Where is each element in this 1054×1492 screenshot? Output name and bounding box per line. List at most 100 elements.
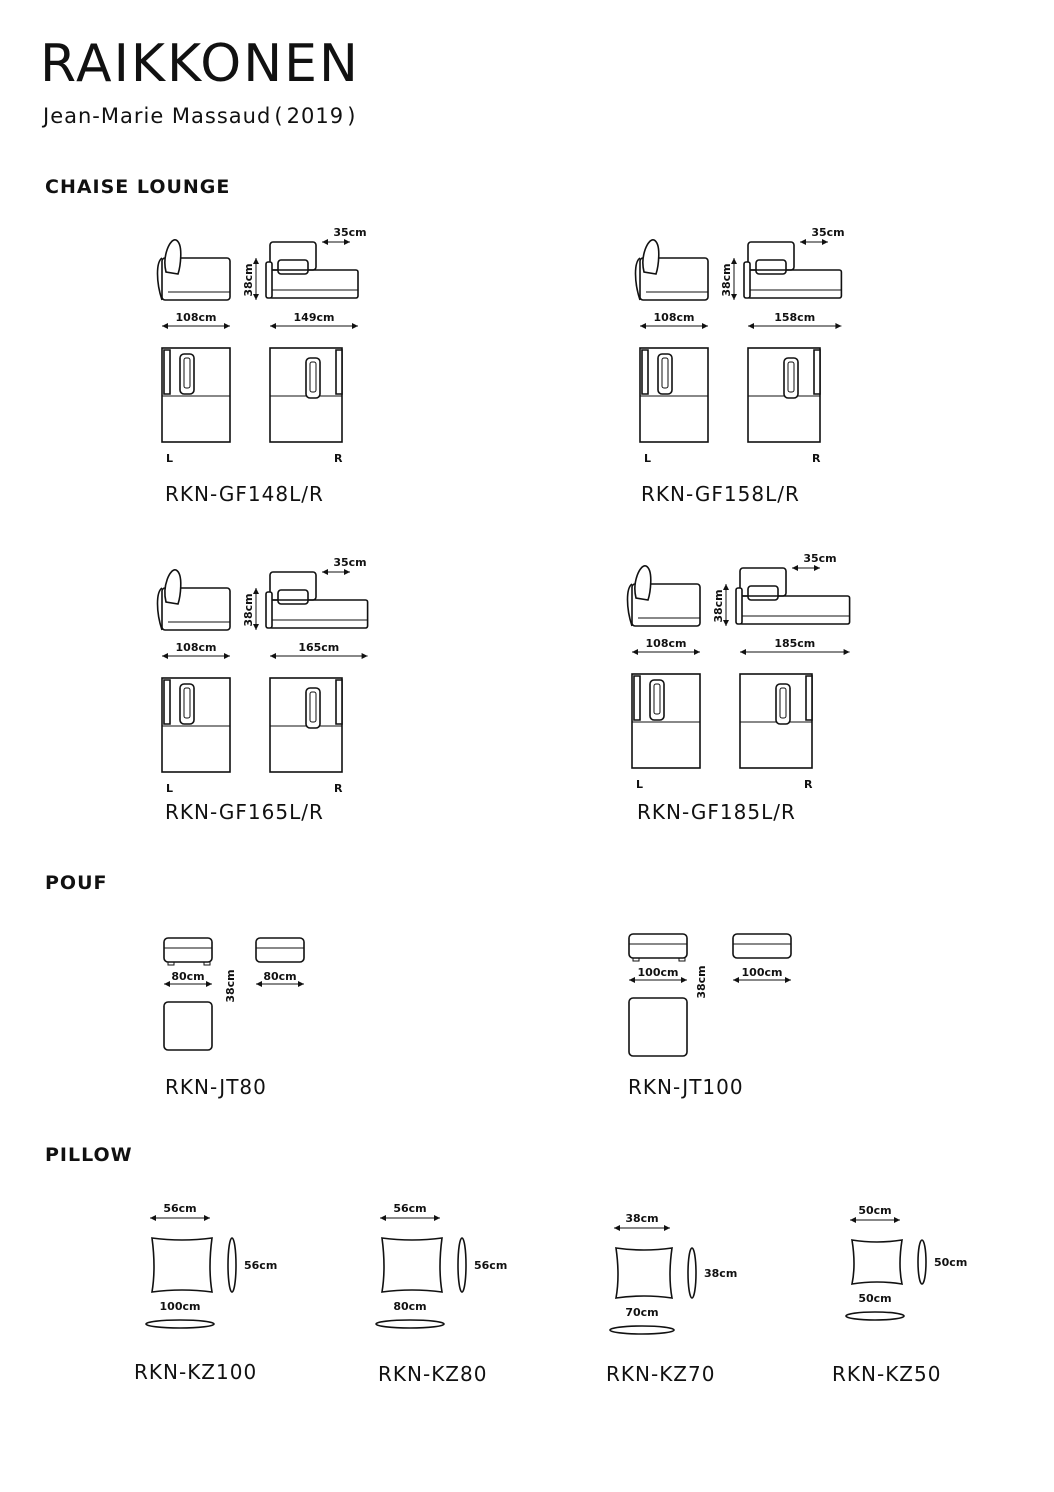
plan-left (639, 347, 709, 443)
pouf-front (628, 933, 688, 959)
pillow-side-dimension: 38cm (704, 1267, 737, 1280)
pouf-plan (628, 997, 688, 1057)
plan-left-label: L (644, 452, 651, 465)
pillow-bottom (845, 1311, 905, 1321)
product-code: RKN-GF148L/R (165, 482, 324, 506)
pillow-front (381, 1237, 443, 1293)
product-code: RKN-JT80 (165, 1075, 267, 1099)
pillow-bottom-dimension: 70cm (625, 1306, 658, 1319)
depth-dimension: 108cm (176, 311, 217, 324)
height-dimension: 38cm (720, 263, 733, 296)
pillow-top-dimension: 56cm (393, 1202, 426, 1215)
pillow-bottom (145, 1319, 215, 1329)
pillow-bottom-dimension: 100cm (160, 1300, 201, 1313)
pillow-front (850, 1239, 904, 1285)
pouf-front-dimension: 80cm (171, 970, 204, 983)
pillow-bottom (375, 1319, 445, 1329)
chaise-side-body (161, 587, 231, 631)
product-code: RKN-GF165L/R (165, 800, 324, 824)
plan-left (161, 677, 231, 773)
chaise-side-body (639, 257, 709, 301)
depth-dimension: 108cm (176, 641, 217, 654)
pillow-drawing: 38cm 38cm 70cm (609, 1212, 737, 1335)
pouf-side-dimension: 80cm (263, 970, 296, 983)
pillow-bottom-dimension: 80cm (393, 1300, 426, 1313)
product-code: RKN-GF185L/R (637, 800, 796, 824)
product-code: RKN-GF158L/R (641, 482, 800, 506)
depth-dimension: 108cm (646, 637, 687, 650)
product-code: RKN-KZ100 (134, 1360, 258, 1384)
arm-dimension: 35cm (803, 552, 836, 565)
pillow-item: 56cm 56cm 80cm (370, 1198, 540, 1352)
height-dimension: 38cm (242, 263, 255, 296)
pillow-side (687, 1247, 697, 1299)
backrest-cushion (634, 565, 652, 601)
plan-left (631, 673, 701, 769)
pillow-item: 56cm 56cm 100cm (140, 1198, 310, 1352)
page-title: RAIKKONEN (40, 34, 360, 94)
pillow-bottom-dimension: 50cm (858, 1292, 891, 1305)
width-dimension: 158cm (774, 311, 815, 324)
section-chaise-lounge: CHAISE LOUNGE (45, 176, 231, 198)
pillow-side-dimension: 56cm (244, 1259, 277, 1272)
plan-right-label: R (334, 782, 343, 795)
pouf-front (163, 937, 213, 963)
pillow-bottom (609, 1325, 675, 1335)
pillow-drawing: 56cm 56cm 100cm (145, 1202, 277, 1329)
pillow-top-dimension: 56cm (163, 1202, 196, 1215)
designer-subtitle: Jean-Marie Massaud ( 2019 ) (43, 104, 357, 128)
pillow-item: 50cm 50cm 50cm (840, 1200, 1010, 1354)
plan-right (269, 347, 343, 443)
plan-right-label: R (334, 452, 343, 465)
plan-left (161, 347, 231, 443)
plan-left-label: L (166, 782, 173, 795)
pillow-side (917, 1239, 927, 1285)
width-dimension: 185cm (774, 637, 815, 650)
plan-right (739, 673, 813, 769)
product-code: RKN-JT100 (628, 1075, 744, 1099)
arm-dimension: 35cm (333, 226, 366, 239)
pillow-top-dimension: 50cm (858, 1204, 891, 1217)
pillow-top-dimension: 38cm (625, 1212, 658, 1225)
plan-left-label: L (636, 778, 643, 791)
chaise-side-body (631, 583, 701, 627)
width-dimension: 165cm (298, 641, 339, 654)
pouf-plan (163, 1001, 213, 1051)
pillow-drawing: 50cm 50cm 50cm (845, 1204, 967, 1321)
depth-dimension: 108cm (654, 311, 695, 324)
pillow-side-dimension: 50cm (934, 1256, 967, 1269)
backrest-cushion (164, 569, 182, 605)
pillow-side (457, 1237, 467, 1293)
pouf-height-dimension: 38cm (224, 969, 237, 1002)
pillow-side-dimension: 56cm (474, 1259, 507, 1272)
pouf-front-dimension: 100cm (638, 966, 679, 979)
height-dimension: 38cm (242, 593, 255, 626)
pillow-drawing: 56cm 56cm 80cm (375, 1202, 507, 1329)
product-code: RKN-KZ70 (606, 1362, 716, 1386)
arm-dimension: 35cm (811, 226, 844, 239)
height-dimension: 38cm (712, 589, 725, 622)
width-dimension: 149cm (294, 311, 335, 324)
backrest-cushion (164, 239, 182, 275)
pillow-side (227, 1237, 237, 1293)
pouf-side-dimension: 100cm (742, 966, 783, 979)
arm-dimension: 35cm (333, 556, 366, 569)
plan-left-label: L (166, 452, 173, 465)
product-code: RKN-KZ50 (832, 1362, 942, 1386)
pillow-front (151, 1237, 213, 1293)
plan-right (747, 347, 821, 443)
pillow-item: 38cm 38cm 70cm (604, 1208, 774, 1362)
plan-right-label: R (812, 452, 821, 465)
plan-right (269, 677, 343, 773)
pouf-side (732, 933, 792, 959)
backrest-cushion (642, 239, 660, 275)
